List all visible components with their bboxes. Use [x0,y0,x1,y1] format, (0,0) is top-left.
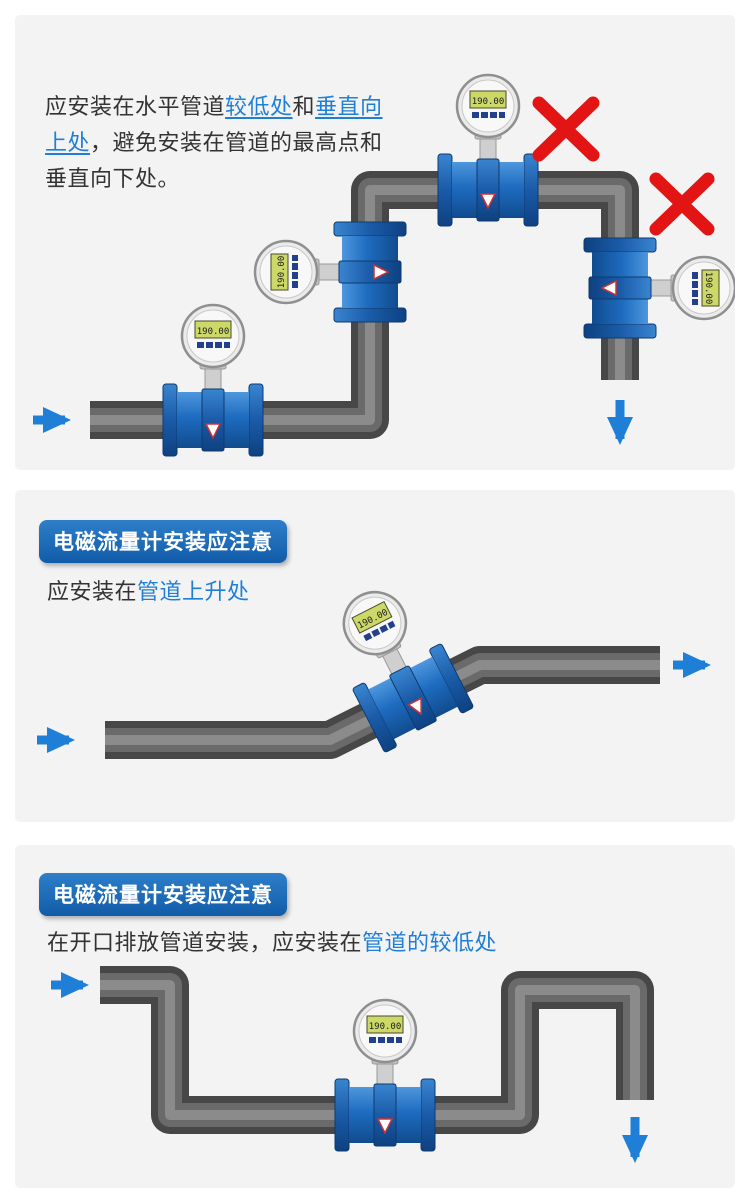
panel-rising-pipe-rule: 电磁流量计安装应注意 应安装在管道上升处 [15,490,735,822]
flow-meter-correct-horizontal-low [161,303,265,458]
text-run: ，避免安装在管道的最高点和垂直向下处。 [45,130,383,191]
flow-meter-correct-vertical-up [253,220,408,324]
text-run: 应安装在水平管道 [45,94,226,119]
wrong-mark-icon [649,172,715,236]
text-run: 和 [292,94,316,119]
rule-text: 应安装在水平管道较低处和垂直向上处，避免安装在管道的最高点和垂直向下处。 [45,89,391,197]
text-run-highlight: 较低处 [225,94,293,119]
flow-meter-wrong-highest-point [436,73,540,228]
text-run-highlight: 垂直向上处 [45,94,383,155]
text-run: 在开口排放管道安装，应安装在 [47,930,363,955]
rule-text: 应安装在管道上升处 [47,574,250,610]
pipe [100,966,654,1134]
panel-open-discharge-rule: 电磁流量计安装应注意 在开口排放管道安装，应安装在管道的较低处 [15,845,735,1188]
wrong-mark-icon [532,96,600,162]
panel-horizontal-pipe-rules: 应安装在水平管道较低处和垂直向上处，避免安装在管道的最高点和垂直向下处。 [15,15,735,470]
open-discharge-pipe-diagram [51,966,654,1163]
text-run-highlight: 管道的较低处 [362,930,498,955]
notice-badge: 电磁流量计安装应注意 [39,520,287,563]
text-run: 应安装在 [47,579,138,604]
horizontal-pipe-diagram [33,73,735,458]
flow-meter-wrong-vertical-down [582,236,735,340]
rising-pipe-diagram [37,571,711,759]
notice-badge: 电磁流量计安装应注意 [39,873,287,916]
rule-text: 在开口排放管道安装，应安装在管道的较低处 [47,925,497,961]
text-run-highlight: 管道上升处 [137,579,250,604]
flow-meter-at-low-point [333,998,437,1153]
